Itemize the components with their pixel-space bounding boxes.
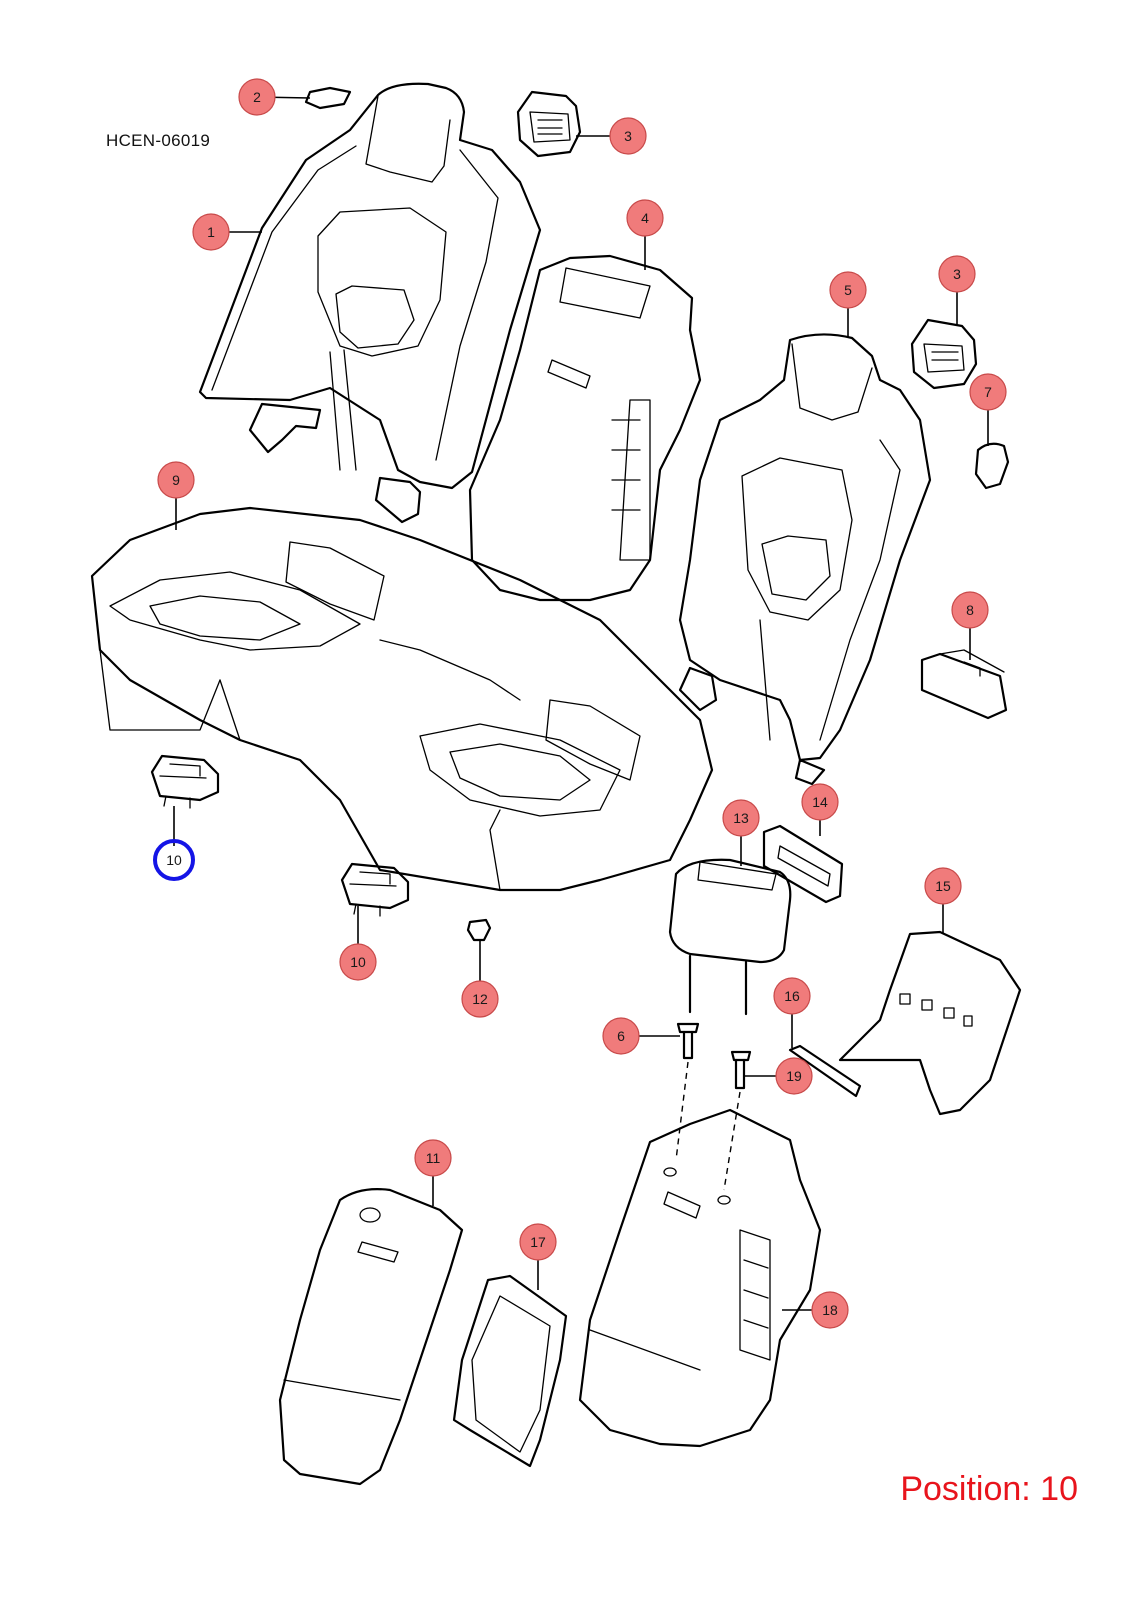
callout-16[interactable]: 16 [773, 977, 811, 1015]
callout-label: 3 [624, 128, 632, 144]
callout-label: 8 [966, 602, 974, 618]
part-16-rod [788, 1044, 862, 1098]
callout-circle [722, 799, 760, 837]
callout-circle [924, 867, 962, 905]
callout-14[interactable]: 14 [801, 783, 839, 821]
part-14-switch-bezel [762, 824, 844, 904]
callout-circle [238, 78, 276, 116]
callout-4[interactable]: 4 [626, 199, 664, 237]
callout-label: 1 [207, 224, 215, 240]
callout-label: 16 [784, 988, 800, 1004]
callout-5[interactable]: 5 [829, 271, 867, 309]
callout-19[interactable]: 19 [775, 1057, 813, 1095]
part-7-cover-cap [974, 442, 1010, 490]
callout-11[interactable]: 11 [414, 1139, 452, 1177]
callout-circle [951, 591, 989, 629]
callout-label: 10 [166, 852, 182, 868]
callout-13[interactable]: 13 [722, 799, 760, 837]
callout-label: 14 [812, 794, 828, 810]
callout-10-highlighted[interactable]: 10 [153, 839, 195, 881]
callout-circle [602, 1017, 640, 1055]
callout-8[interactable]: 8 [951, 591, 989, 629]
callout-18[interactable]: 18 [811, 1291, 849, 1329]
callout-label: 2 [253, 89, 261, 105]
part-4-rear-backrest-side [468, 254, 702, 602]
callout-label: 6 [617, 1028, 625, 1044]
installation-lines [675, 1061, 741, 1191]
callout-circle [461, 980, 499, 1018]
part-18-rear-backrest-frame [578, 1108, 822, 1448]
callout-3[interactable]: 3 [609, 117, 647, 155]
callout-circle [414, 1139, 452, 1177]
callout-10[interactable]: 10 [339, 943, 377, 981]
leader-lines [173, 96, 989, 1311]
callout-circle [339, 943, 377, 981]
part-17-armrest-frame [452, 1274, 568, 1468]
callout-9[interactable]: 9 [157, 461, 195, 499]
callout-label: 18 [822, 1302, 838, 1318]
callout-2[interactable]: 2 [238, 78, 276, 116]
part-1-left-seat-backrest [198, 82, 542, 524]
callout-circle [192, 213, 230, 251]
position-label: Position: 10 [900, 1470, 1078, 1508]
callout-circle [626, 199, 664, 237]
callout-label: 10 [350, 954, 366, 970]
callout-label: 4 [641, 210, 649, 226]
part-2-trim-cover [304, 86, 352, 110]
part-10-module-left [150, 754, 220, 809]
callout-17[interactable]: 17 [519, 1223, 557, 1261]
callout-label: 17 [530, 1234, 546, 1250]
part-6-bolt [676, 1022, 700, 1060]
part-15-trim-panel [838, 930, 1022, 1116]
part-9-rear-seat-cushion [90, 506, 714, 892]
callout-label: 13 [733, 810, 749, 826]
callout-label: 5 [844, 282, 852, 298]
callout-7[interactable]: 7 [969, 373, 1007, 411]
callout-circle [773, 977, 811, 1015]
callout-label: 9 [172, 472, 180, 488]
callout-1[interactable]: 1 [192, 213, 230, 251]
callout-label: 15 [935, 878, 951, 894]
callout-circle [938, 255, 976, 293]
callout-3-right[interactable]: 3 [938, 255, 976, 293]
callout-circle [801, 783, 839, 821]
callout-label: 3 [953, 266, 961, 282]
callout-6[interactable]: 6 [602, 1017, 640, 1055]
part-8-control-module [920, 649, 1008, 720]
callout-circle [829, 271, 867, 309]
part-10-module-right [340, 862, 410, 917]
part-13-headrest [668, 858, 792, 1016]
callout-circle [969, 373, 1007, 411]
callout-label: 7 [984, 384, 992, 400]
callout-circle [157, 461, 195, 499]
callout-circle [775, 1057, 813, 1095]
callout-circle [609, 117, 647, 155]
callout-label: 12 [472, 991, 488, 1007]
callout-circle [811, 1291, 849, 1329]
callout-label: 19 [786, 1068, 802, 1084]
highlight-ring [153, 839, 195, 881]
part-19-bolt [730, 1050, 752, 1090]
callout-12[interactable]: 12 [461, 980, 499, 1018]
callout-circle [519, 1223, 557, 1261]
callout-15[interactable]: 15 [924, 867, 962, 905]
part-3-seat-mechanism-right [910, 318, 978, 390]
drawing-code: HCEN-06019 [106, 131, 211, 150]
part-12-clip [466, 918, 492, 942]
part-11-armrest-cover [278, 1188, 464, 1486]
part-3-seat-mechanism-top [516, 90, 582, 158]
part-5-right-seat-backrest [678, 333, 932, 786]
callout-label: 11 [426, 1150, 441, 1166]
